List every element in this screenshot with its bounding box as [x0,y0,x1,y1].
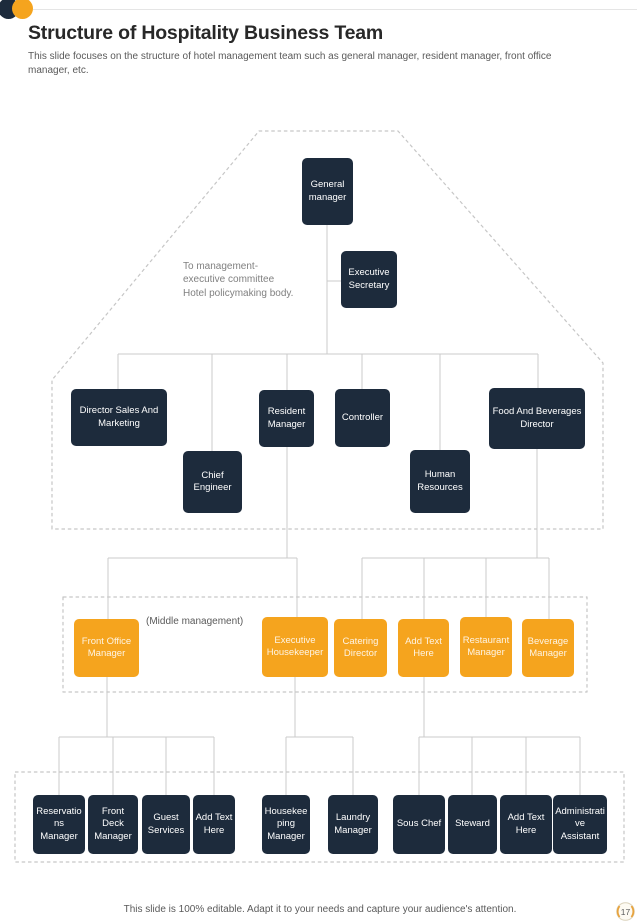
org-node-controller: Controller [335,389,390,447]
org-node-add-text-bottom-left: Add Text Here [193,795,235,854]
page-badge-ring [616,902,635,921]
page-title: Structure of Hospitality Business Team [28,22,384,44]
org-node-executive-secretary: Executive Secretary [341,251,397,308]
org-node-resident-manager: Resident Manager [259,390,314,447]
org-node-guest-services: Guest Services [142,795,190,854]
org-node-human-resources: Human Resources [410,450,470,513]
top-management-dashed-boundary [51,130,604,530]
management-committee-annotation: To management- executive committee Hotel… [183,261,294,299]
slide-header: Structure of Hospitality Business Team T… [28,22,613,77]
org-node-add-text-middle: Add Text Here [398,619,449,677]
page-number-badge: 17 [615,901,636,922]
bottom-level-dashed-boundary [14,771,625,863]
org-node-restaurant-manager: Restaurant Manager [460,617,512,677]
page-number: 17 [620,906,631,917]
org-node-executive-housekeeper: Executive Housekeeper [262,617,328,677]
header-divider-line [33,9,637,10]
org-node-front-deck-manager: Front Deck Manager [88,795,138,854]
org-node-general-manager: General manager [302,158,353,225]
page-subtitle: This slide focuses on the structure of h… [28,51,552,76]
org-node-food-beverages-director: Food And Beverages Director [489,388,585,449]
middle-management-label: (Middle management) [146,616,244,627]
connector-lines [58,225,581,795]
org-node-sous-chef: Sous Chef [393,795,445,854]
org-node-reservations-manager: Reservations Manager [33,795,85,854]
org-node-add-text-bottom-right: Add Text Here [500,795,552,854]
org-node-steward: Steward [448,795,497,854]
org-node-laundry-manager: Laundry Manager [328,795,378,854]
org-node-director-sales-marketing: Director Sales And Marketing [71,389,167,446]
org-node-chief-engineer: Chief Engineer [183,451,242,513]
org-node-catering-director: Catering Director [334,619,387,677]
org-node-front-office-manager: Front Office Manager [74,619,139,677]
org-node-beverage-manager: Beverage Manager [522,619,574,677]
org-node-administrative-assistant: Administrative Assistant [553,795,607,854]
orange-dot-decoration [12,0,33,19]
footer-note: This slide is 100% editable. Adapt it to… [123,904,517,915]
org-node-housekeeping-manager: Housekeeping Manager [262,795,310,854]
